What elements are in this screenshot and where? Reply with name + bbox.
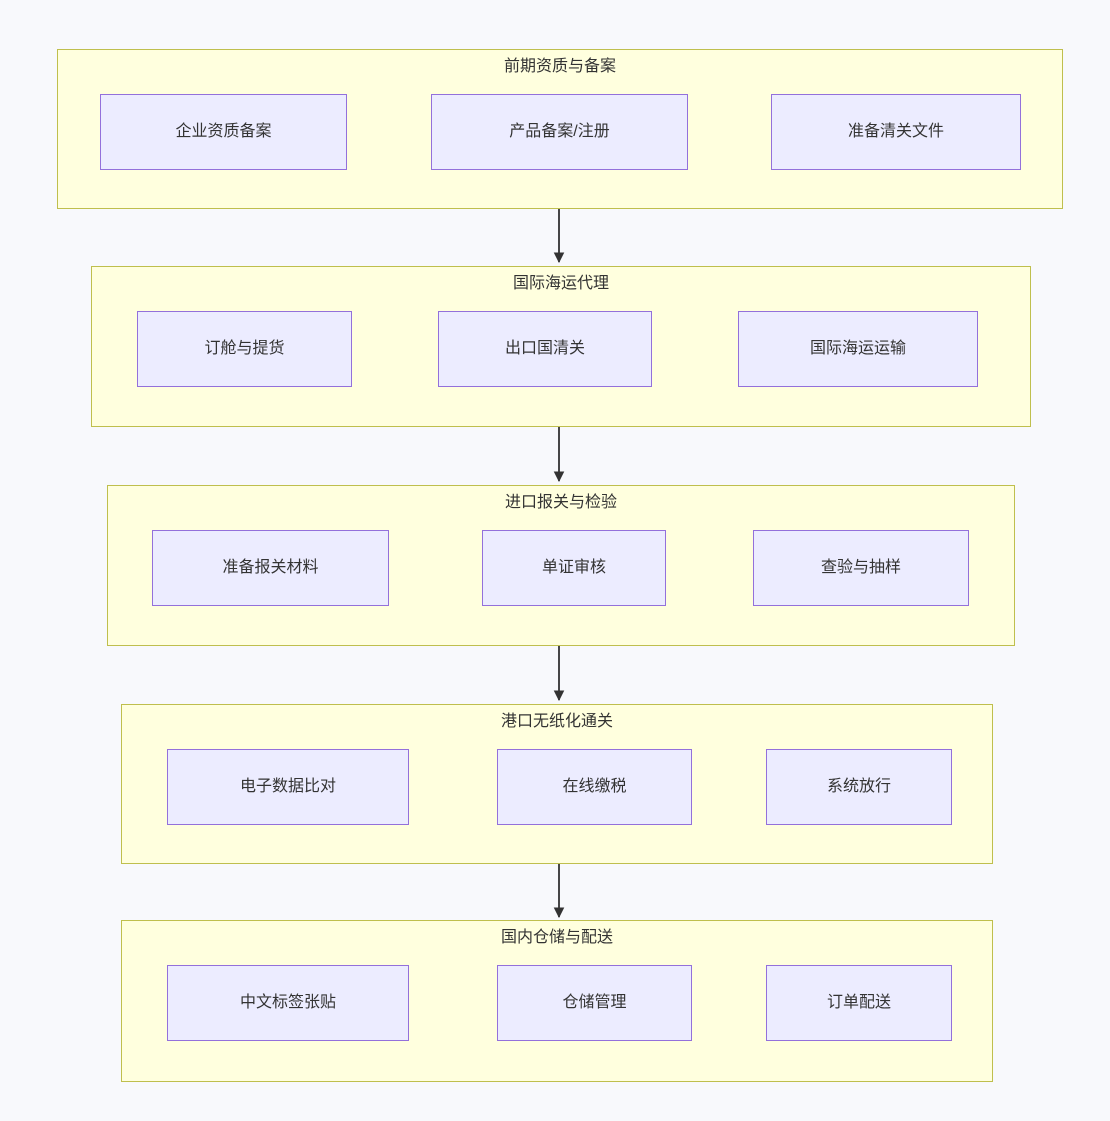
node-label-n5: 出口国清关 <box>504 340 585 357</box>
node-n9[interactable]: 查验与抽样 <box>753 530 969 606</box>
node-label-n7: 准备报关材料 <box>222 559 319 576</box>
subgraph-title-sg5: 国内仓储与配送 <box>500 929 613 946</box>
node-n10[interactable]: 电子数据比对 <box>167 749 409 825</box>
node-n4[interactable]: 订舱与提货 <box>137 311 352 387</box>
node-label-n12: 系统放行 <box>826 778 891 795</box>
subgraph-title-sg3: 进口报关与检验 <box>504 494 617 511</box>
node-n6[interactable]: 国际海运运输 <box>738 311 978 387</box>
node-label-n13: 中文标签张贴 <box>239 994 336 1011</box>
node-n11[interactable]: 在线缴税 <box>497 749 692 825</box>
subgraph-title-sg2: 国际海运代理 <box>512 275 609 292</box>
subgraph-sg2[interactable]: 国际海运代理 订舱与提货 出口国清关 国际海运运输 <box>91 266 1031 427</box>
node-label-n11: 在线缴税 <box>562 778 627 795</box>
node-label-n14: 仓储管理 <box>562 994 627 1011</box>
node-label-n9: 查验与抽样 <box>820 559 901 576</box>
node-n5[interactable]: 出口国清关 <box>438 311 652 387</box>
node-label-n2: 产品备案/注册 <box>509 123 610 140</box>
subgraph-sg4[interactable]: 港口无纸化通关 电子数据比对 在线缴税 系统放行 <box>121 704 993 864</box>
node-label-n15: 订单配送 <box>826 994 891 1011</box>
subgraph-sg3[interactable]: 进口报关与检验 准备报关材料 单证审核 查验与抽样 <box>107 485 1015 646</box>
node-n14[interactable]: 仓储管理 <box>497 965 692 1041</box>
subgraph-title-sg1: 前期资质与备案 <box>503 58 616 75</box>
node-n2[interactable]: 产品备案/注册 <box>431 94 688 170</box>
subgraph-title-sg4: 港口无纸化通关 <box>500 713 613 730</box>
node-label-n10: 电子数据比对 <box>239 778 336 795</box>
node-n13[interactable]: 中文标签张贴 <box>167 965 409 1041</box>
node-n15[interactable]: 订单配送 <box>766 965 952 1041</box>
node-n12[interactable]: 系统放行 <box>766 749 952 825</box>
node-label-n8: 单证审核 <box>541 559 606 576</box>
node-n3[interactable]: 准备清关文件 <box>771 94 1021 170</box>
subgraph-sg1[interactable]: 前期资质与备案 企业资质备案 产品备案/注册 准备清关文件 <box>57 49 1063 209</box>
subgraph-sg5[interactable]: 国内仓储与配送 中文标签张贴 仓储管理 订单配送 <box>121 920 993 1082</box>
node-n7[interactable]: 准备报关材料 <box>152 530 389 606</box>
node-label-n4: 订舱与提货 <box>204 340 285 357</box>
node-label-n3: 准备清关文件 <box>847 123 944 140</box>
node-label-n6: 国际海运运输 <box>809 340 906 357</box>
node-n8[interactable]: 单证审核 <box>482 530 666 606</box>
node-n1[interactable]: 企业资质备案 <box>100 94 347 170</box>
node-label-n1: 企业资质备案 <box>175 123 272 140</box>
